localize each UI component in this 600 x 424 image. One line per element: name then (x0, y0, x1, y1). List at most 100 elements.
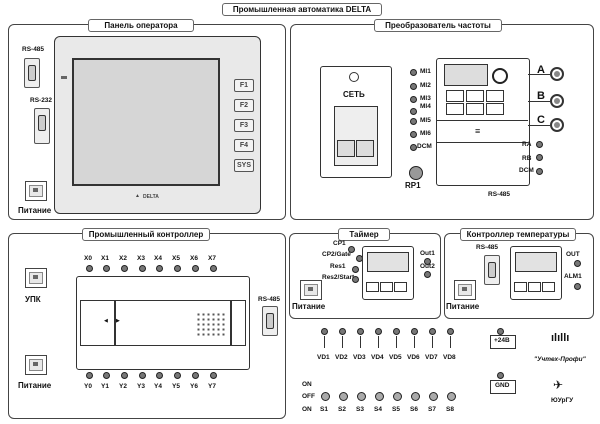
hmi-sys-key[interactable]: SYS (234, 159, 254, 172)
op-rs232-port[interactable] (34, 108, 50, 144)
vd3-terminal[interactable] (357, 328, 364, 335)
plc-y5-terminal[interactable] (174, 372, 181, 379)
timer-cp2-label: CP2/Gate (322, 251, 351, 258)
timer-res1-terminal[interactable] (352, 266, 359, 273)
vd3-diode-icon (360, 336, 361, 348)
vfd-rp1-knob[interactable] (409, 166, 423, 180)
plc-y3-terminal[interactable] (139, 372, 146, 379)
vfd-button-6[interactable] (486, 103, 504, 115)
timer-cp1-terminal[interactable] (348, 246, 355, 253)
timer-out2-terminal[interactable] (424, 271, 431, 278)
vd2-terminal[interactable] (339, 328, 346, 335)
plc-y1-terminal[interactable] (103, 372, 110, 379)
vfd-mi5-terminal[interactable] (410, 118, 417, 125)
vfd-button-1[interactable] (446, 90, 464, 102)
timer-key-2[interactable] (380, 282, 393, 292)
switch-s4[interactable] (375, 392, 384, 401)
timer-out1-terminal[interactable] (424, 258, 431, 265)
hmi-screen[interactable] (72, 58, 220, 186)
temp-key-2[interactable] (528, 282, 541, 292)
vd8-terminal[interactable] (447, 328, 454, 335)
plc-x5-terminal[interactable] (174, 265, 181, 272)
vfd-dial[interactable] (492, 68, 508, 84)
vfd-rdcm-label: DCM (519, 167, 534, 174)
plc-x7-terminal[interactable] (210, 265, 217, 272)
temp-power-button[interactable] (454, 280, 476, 300)
timer-key-1[interactable] (366, 282, 379, 292)
vd4-terminal[interactable] (375, 328, 382, 335)
plc-x3-terminal[interactable] (139, 265, 146, 272)
hmi-f2-key[interactable]: F2 (234, 99, 254, 112)
switch-s6[interactable] (411, 392, 420, 401)
plus24-terminal[interactable] (497, 328, 504, 335)
plc-y0-terminal[interactable] (86, 372, 93, 379)
vfd-rb-terminal[interactable] (536, 154, 543, 161)
vfd-mi3-terminal[interactable] (410, 96, 417, 103)
temp-alm-terminal[interactable] (574, 283, 581, 290)
switch-s2[interactable] (339, 392, 348, 401)
vfd-mi1-terminal[interactable] (410, 69, 417, 76)
mains-breaker-switch[interactable] (334, 106, 378, 166)
timer-res2-terminal[interactable] (352, 276, 359, 283)
plc-x5-label: X5 (172, 255, 180, 262)
timer-key-3[interactable] (394, 282, 407, 292)
hmi-f3-key[interactable]: F3 (234, 119, 254, 132)
switch-s8[interactable] (447, 392, 456, 401)
vfd-button-5[interactable] (466, 103, 484, 115)
plc-y6-terminal[interactable] (192, 372, 199, 379)
vfd-mi4-terminal[interactable] (410, 108, 417, 115)
vd2-diode-icon (342, 336, 343, 348)
vfd-rb-label: RB (522, 155, 532, 162)
plc-y7-terminal[interactable] (210, 372, 217, 379)
vd7-terminal[interactable] (429, 328, 436, 335)
plc-right-module (230, 300, 246, 346)
vfd-button-3[interactable] (486, 90, 504, 102)
mains-breaker-lever-right[interactable] (356, 140, 374, 157)
mains-breaker-lever-left[interactable] (337, 140, 355, 157)
plc-x4-terminal[interactable] (156, 265, 163, 272)
plc-y4-terminal[interactable] (156, 372, 163, 379)
plc-x1-terminal[interactable] (103, 265, 110, 272)
plc-power-label: Питание (18, 381, 52, 390)
vfd-button-4[interactable] (446, 103, 464, 115)
switch-s7[interactable] (429, 392, 438, 401)
vfd-dcm-terminal[interactable] (410, 144, 417, 151)
plc-rs485-port[interactable] (262, 306, 278, 336)
temp-rs485-port[interactable] (484, 255, 500, 285)
temp-key-3[interactable] (542, 282, 555, 292)
gnd-terminal[interactable] (497, 372, 504, 379)
vfd-c-terminal[interactable] (550, 118, 564, 132)
switch-s3[interactable] (357, 392, 366, 401)
hmi-f4-key[interactable]: F4 (234, 139, 254, 152)
vfd-mi2-terminal[interactable] (410, 83, 417, 90)
vd1-terminal[interactable] (321, 328, 328, 335)
vfd-rdcm-terminal[interactable] (536, 168, 543, 175)
vfd-button-2[interactable] (466, 90, 484, 102)
vfd-a-terminal[interactable] (550, 67, 564, 81)
temp-out-terminal[interactable] (574, 260, 581, 267)
plc-x4-label: X4 (154, 255, 162, 262)
timer-power-button[interactable] (300, 280, 322, 300)
plc-y2-terminal[interactable] (121, 372, 128, 379)
plc-x2-terminal[interactable] (121, 265, 128, 272)
vd5-terminal[interactable] (393, 328, 400, 335)
hmi-f1-key[interactable]: F1 (234, 79, 254, 92)
vd8-label: VD8 (443, 354, 456, 361)
switch-s5[interactable] (393, 392, 402, 401)
vd6-terminal[interactable] (411, 328, 418, 335)
op-power-button[interactable] (25, 181, 47, 201)
temp-key-1[interactable] (514, 282, 527, 292)
university-logo-text: ЮУрГУ (551, 397, 574, 404)
op-power-label: Питание (18, 206, 52, 215)
switch-s1[interactable] (321, 392, 330, 401)
vfd-b-terminal[interactable] (550, 94, 564, 108)
plc-x6-terminal[interactable] (192, 265, 199, 272)
plc-x0-terminal[interactable] (86, 265, 93, 272)
vfd-mi6-terminal[interactable] (410, 131, 417, 138)
timer-cp1-label: CP1 (333, 240, 346, 247)
plc-upk-button[interactable] (25, 268, 47, 288)
plc-power-button[interactable] (25, 355, 47, 375)
vd7-diode-icon (432, 336, 433, 348)
op-rs485-port[interactable] (24, 58, 40, 88)
vfd-ra-terminal[interactable] (536, 141, 543, 148)
